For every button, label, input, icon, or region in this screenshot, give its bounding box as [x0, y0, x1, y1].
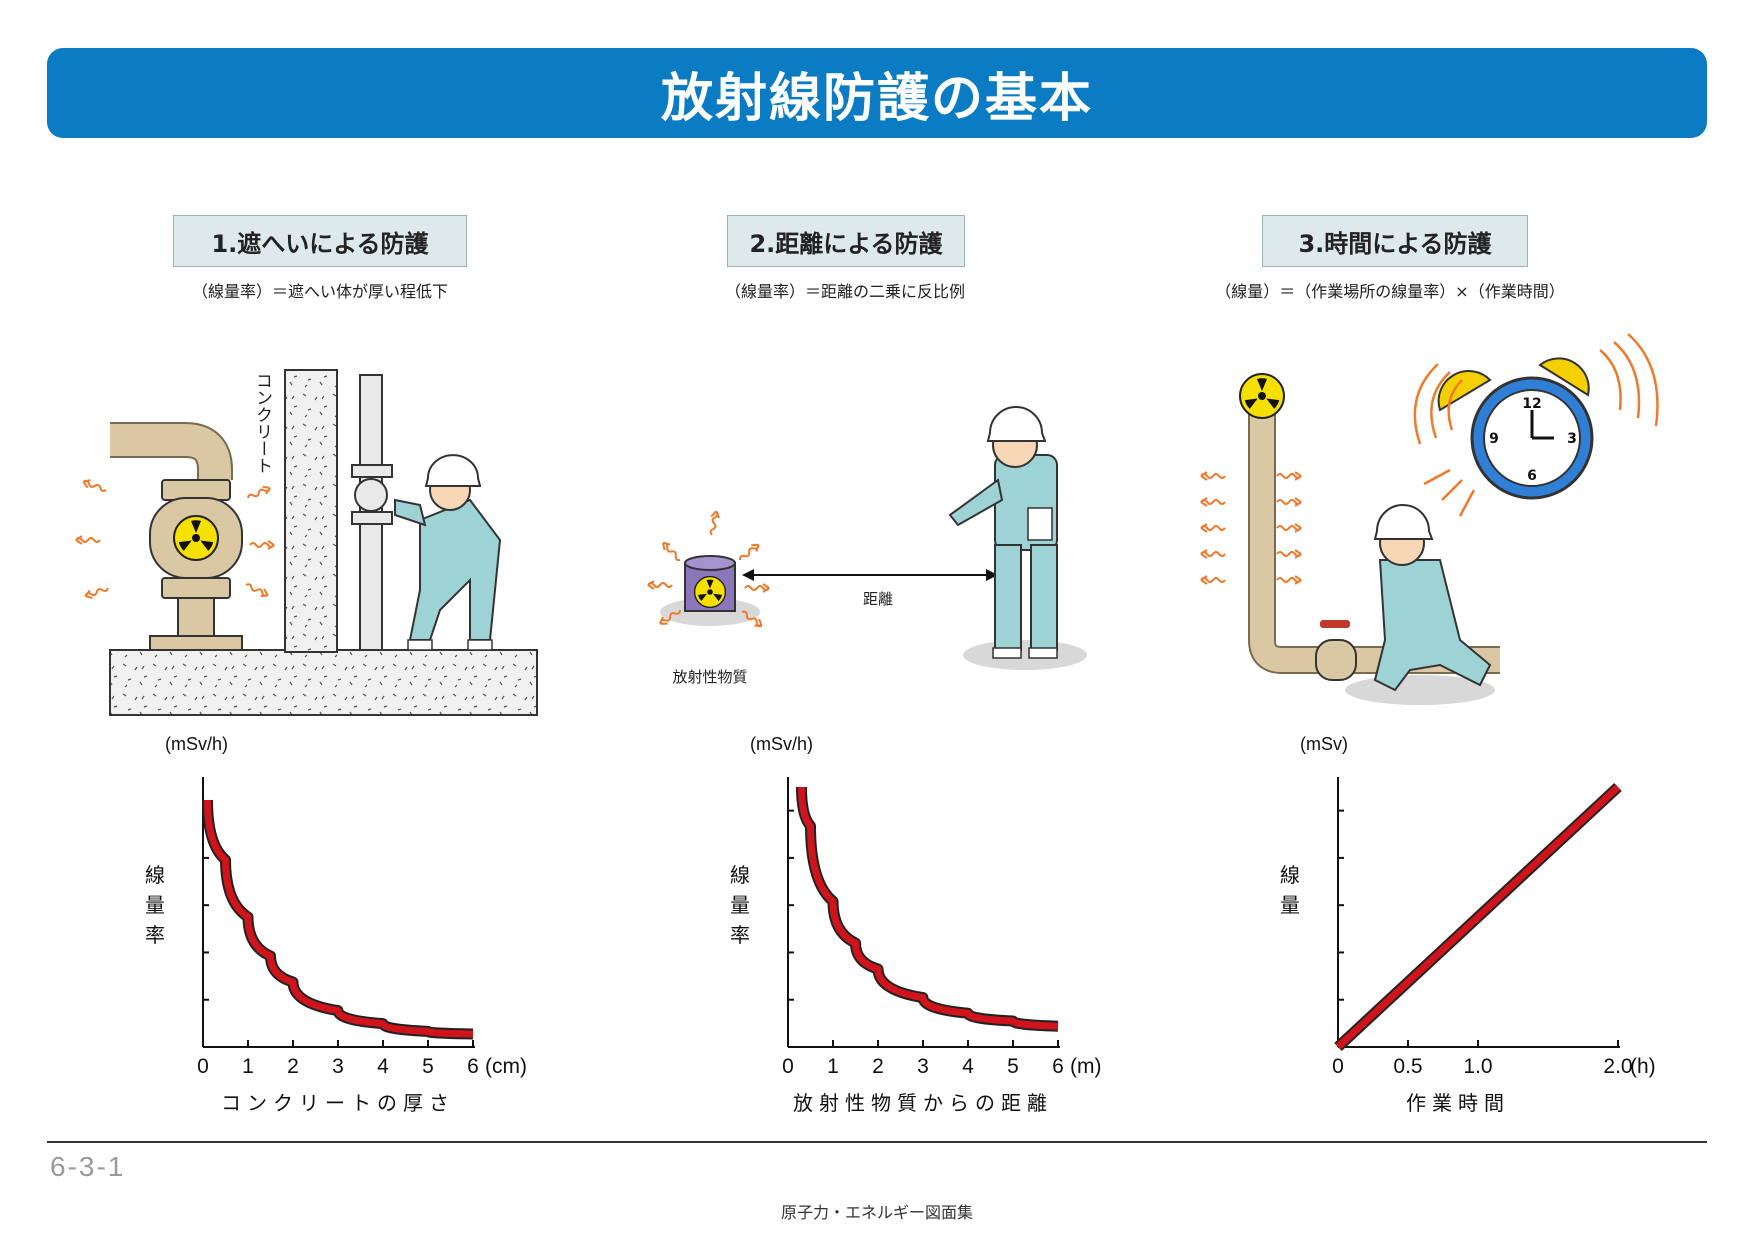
- chart-3-x-tick-label: 2.0: [1603, 1055, 1632, 1078]
- clock-6: 6: [1527, 468, 1537, 484]
- panel-3-heading: 3.時間による防護: [1262, 215, 1528, 267]
- panel-3-formula: （線量）＝（作業場所の線量率）×（作業時間）: [1215, 282, 1565, 301]
- alarm-rings: [1413, 333, 1659, 517]
- shielding-illustration: コンクリート: [75, 369, 538, 716]
- publication-name: 原子力・エネルギー図面集: [780, 1203, 973, 1222]
- concrete-label: コンクリート: [252, 372, 272, 474]
- chart-1-y-label: 率: [145, 923, 165, 947]
- chart-3-x-unit: (h): [1630, 1055, 1656, 1078]
- chart-2-x-tick-label: 5: [1007, 1055, 1019, 1078]
- page-title: 放射線防護の基本: [660, 68, 1093, 129]
- distance-illustration: 放射性物質 距離: [647, 406, 1087, 686]
- clock-12: 12: [1522, 396, 1541, 412]
- concrete-wall: [284, 369, 338, 653]
- panel-1-heading: 1.遮へいによる防護: [173, 215, 467, 267]
- chart-1-y-unit: (mSv/h): [165, 734, 228, 754]
- chart-2-series-outline: [796, 786, 1059, 1032]
- chart-2-x-unit: (m): [1070, 1055, 1101, 1078]
- shielded-pipe: [110, 422, 243, 651]
- time-illustration: 12 3 6 9: [1200, 333, 1659, 705]
- worker-1: [394, 454, 502, 651]
- panel-3-heading-text: 3.時間による防護: [1298, 229, 1492, 258]
- chart-1-y-label: 量: [145, 893, 165, 917]
- clock-9: 9: [1489, 431, 1499, 447]
- chart-2-x-tick-label: 6: [1052, 1055, 1064, 1078]
- chart-1-x-tick-label: 4: [377, 1055, 389, 1078]
- panel-2-heading: 2.距離による防護: [727, 215, 965, 267]
- panel-1-formula: （線量率）＝遮へい体が厚い程低下: [191, 282, 448, 301]
- chart-1-x-tick-label: 5: [422, 1055, 434, 1078]
- panel-2-heading-text: 2.距離による防護: [749, 229, 943, 258]
- worker-2: [948, 406, 1058, 659]
- chart-2-x-tick-label: 1: [827, 1055, 839, 1078]
- clock-3: 3: [1567, 431, 1577, 447]
- chart-3-y-unit: (mSv): [1300, 734, 1348, 754]
- concrete-floor: [109, 649, 538, 716]
- source-label: 放射性物質: [672, 668, 747, 686]
- chart-1-x-tick-label: 3: [332, 1055, 344, 1078]
- chart-1-x-tick-label: 0: [197, 1055, 209, 1078]
- footer-rule: [47, 1141, 1707, 1143]
- chart-1-series-line: [204, 799, 474, 1038]
- worker-3: [1373, 504, 1492, 692]
- chart-2-y-label: 率: [730, 923, 750, 947]
- chart-1-x-tick-label: 6: [467, 1055, 479, 1078]
- chart-2-x-tick-label: 4: [962, 1055, 974, 1078]
- alarm-clock-icon: 12 3 6 9: [1437, 357, 1594, 500]
- chart-3-x-tick-label: 0.5: [1393, 1055, 1422, 1078]
- chart-2-y-unit: (mSv/h): [750, 734, 813, 754]
- chart-1-y-label: 線: [145, 863, 165, 887]
- chart-3-x-label: 作業時間: [1406, 1091, 1510, 1115]
- chart-3-y-label: 量: [1280, 893, 1300, 917]
- page-number: 6-3-1: [50, 1151, 126, 1182]
- chart-1-x-unit: (cm): [485, 1055, 527, 1078]
- chart-3-x-tick-label: 1.0: [1463, 1055, 1492, 1078]
- chart-2-x-label: 放射性物質からの距離: [793, 1091, 1053, 1115]
- title-banner: 放射線防護の基本: [47, 48, 1707, 138]
- chart-3-x-tick-label: 0: [1332, 1055, 1344, 1078]
- chart-2-y-label: 線: [730, 863, 750, 887]
- chart-3-y-label: 線: [1280, 863, 1300, 887]
- chart-2-y-label: 量: [730, 893, 750, 917]
- chart-2-x-tick-label: 0: [782, 1055, 794, 1078]
- chart-2-series-line: [798, 786, 1059, 1030]
- chart-3-series-line: [1335, 784, 1621, 1050]
- distance-label: 距離: [863, 590, 893, 608]
- chart-2-x-tick-label: 3: [917, 1055, 929, 1078]
- panel-1-heading-text: 1.遮へいによる防護: [211, 229, 429, 258]
- chart-1-x-tick-label: 1: [242, 1055, 254, 1078]
- valve: [1315, 639, 1357, 681]
- chart-2-x-tick-label: 2: [872, 1055, 884, 1078]
- chart-1-x-tick-label: 2: [287, 1055, 299, 1078]
- panel-2-formula: （線量率）＝距離の二乗に反比例: [724, 282, 965, 301]
- chart-1-x-label: コンクリートの厚さ: [221, 1091, 455, 1115]
